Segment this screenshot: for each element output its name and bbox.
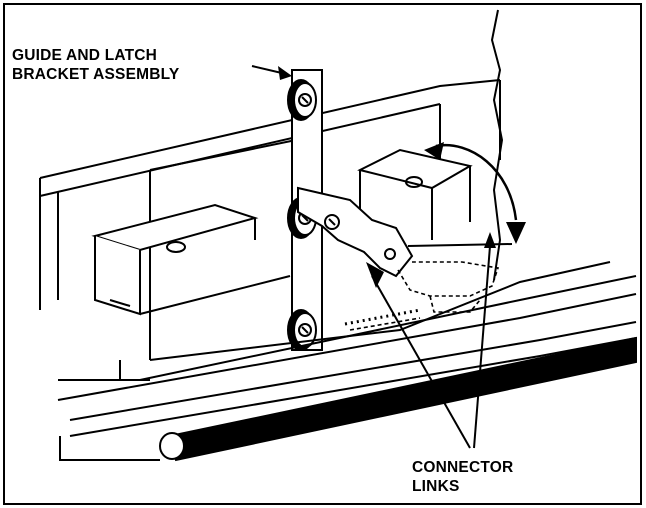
connector-label-line2: LINKS: [412, 478, 460, 495]
guide-label-line2: BRACKET ASSEMBLY: [12, 66, 180, 83]
connector-leader-2: [473, 245, 491, 449]
rivet-row: [344, 308, 421, 326]
figure-border: [3, 3, 642, 505]
top-roller: [287, 79, 317, 121]
tube-end: [159, 432, 185, 460]
right-bracket: [357, 148, 473, 240]
connector-leader-1: [371, 275, 471, 449]
connector-arrowhead-1: [366, 262, 384, 288]
lower-flange: [59, 436, 160, 461]
connector-arrowhead-2: [484, 232, 496, 248]
connector-label-line1: CONNECTOR: [412, 459, 513, 476]
guide-label-line1: GUIDE AND LATCH: [12, 47, 157, 64]
leader-lines: [251, 65, 513, 449]
latch-plate: [297, 186, 414, 278]
rubber-tube: [168, 336, 637, 462]
connector-leader-3: [407, 243, 513, 247]
lower-rail: [57, 261, 637, 437]
connector-links: [349, 261, 500, 331]
left-bracket: [91, 203, 291, 316]
rotation-arrow: [424, 142, 526, 244]
guide-arrowhead: [278, 66, 292, 80]
bottom-roller: [287, 309, 317, 351]
